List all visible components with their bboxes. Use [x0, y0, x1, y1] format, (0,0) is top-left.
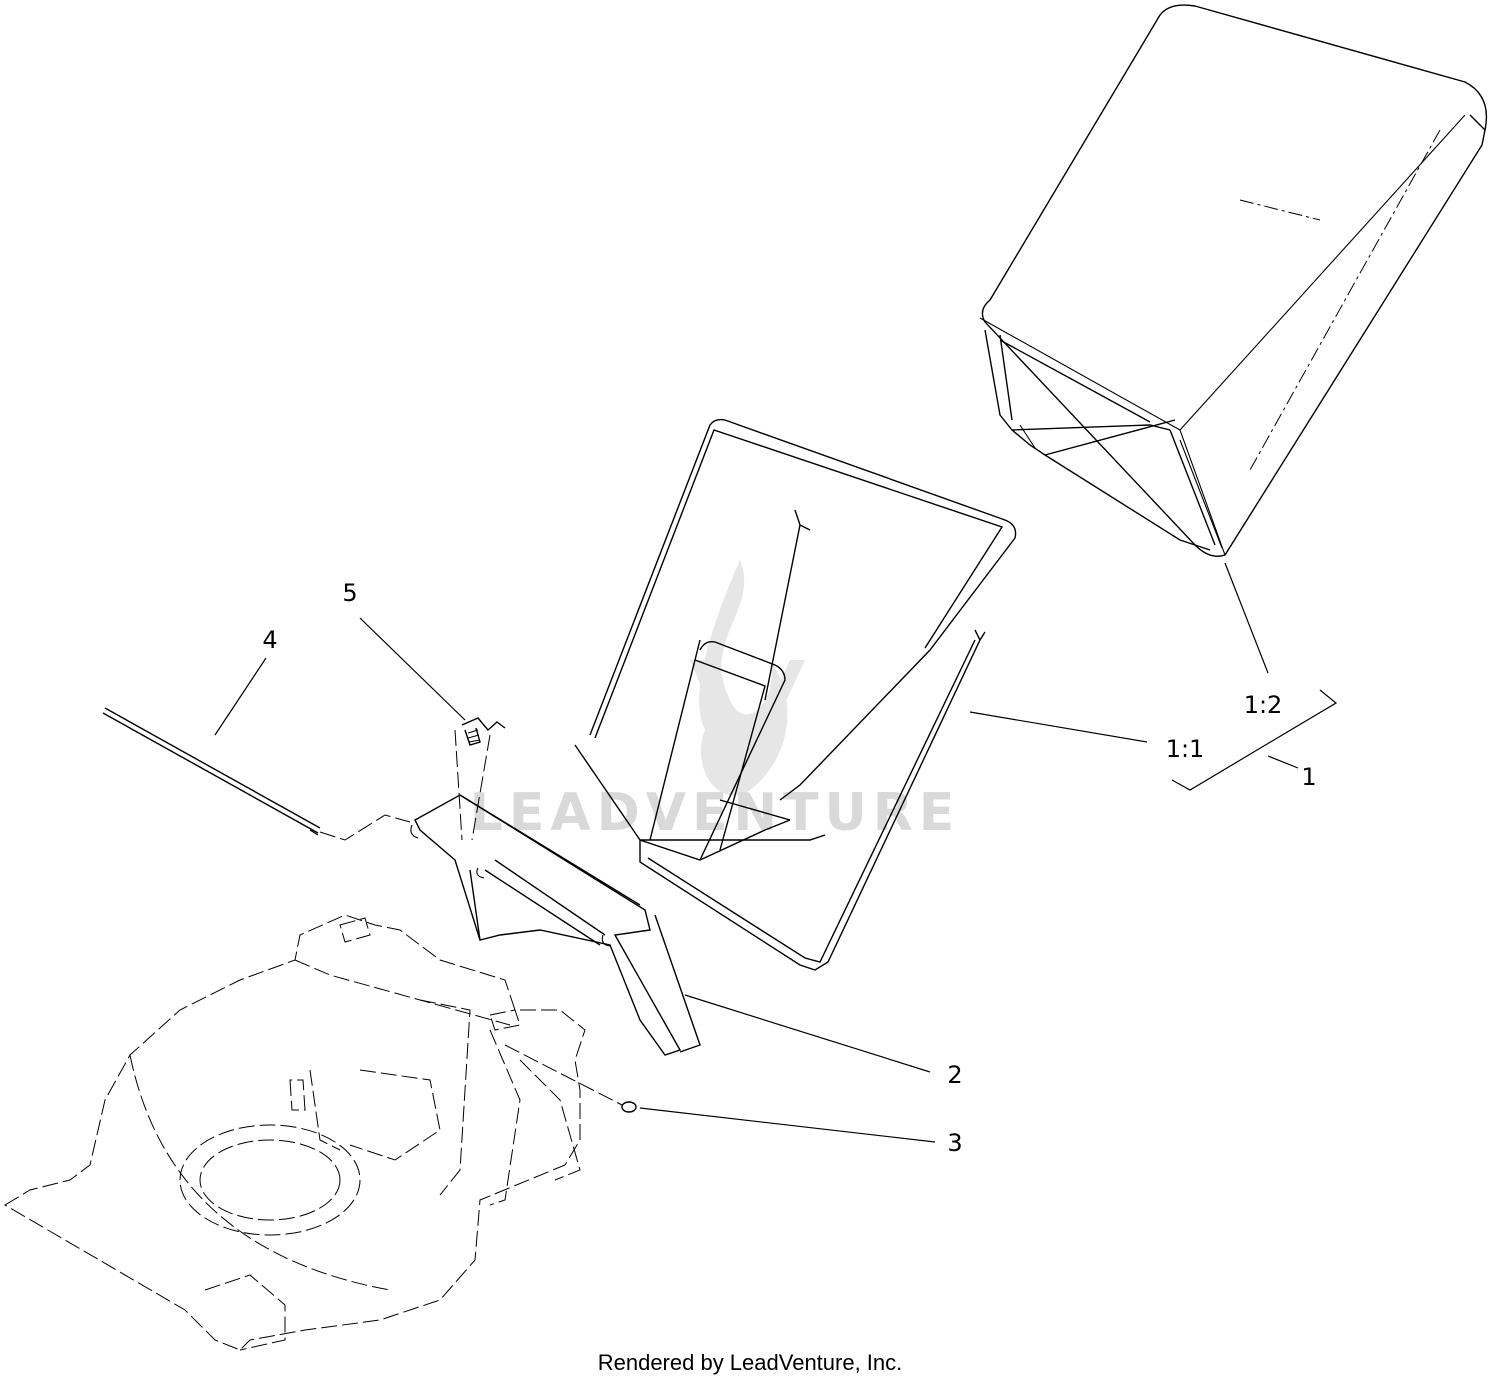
callouts: 4 5 1:1 1:2 1 2 3: [262, 579, 1316, 1157]
watermark: LEADVENTURE: [470, 560, 961, 843]
leader-4: [214, 657, 267, 736]
torsion-spring[interactable]: [454, 717, 506, 841]
hinge-rod[interactable]: [102, 707, 411, 841]
grass-bag[interactable]: [979, 4, 1488, 557]
leader-1: [1267, 755, 1299, 769]
leader-2: [684, 994, 931, 1073]
leader-1-1: [969, 711, 1148, 743]
bag-frame[interactable]: [574, 418, 1017, 971]
callout-4: 4: [262, 626, 277, 654]
nut[interactable]: [504, 1044, 637, 1113]
callout-1: 1: [1301, 763, 1316, 791]
callout-3: 3: [947, 1129, 962, 1157]
leader-3: [639, 1107, 936, 1143]
leader-1-2: [1224, 562, 1269, 674]
mower-deck: [4, 914, 586, 1351]
callout-1-2: 1:2: [1244, 691, 1283, 719]
leader-lines: [214, 562, 1338, 1143]
rear-door[interactable]: [410, 794, 701, 1056]
callout-5: 5: [342, 579, 357, 607]
watermark-text: LEADVENTURE: [470, 783, 961, 843]
bracket-1: [1171, 689, 1338, 791]
callout-2: 2: [947, 1061, 962, 1089]
footer-credit: Rendered by LeadVenture, Inc.: [597, 1350, 903, 1375]
watermark-logo-icon: [690, 560, 805, 796]
callout-1-1: 1:1: [1166, 735, 1205, 763]
leader-5: [359, 617, 466, 721]
